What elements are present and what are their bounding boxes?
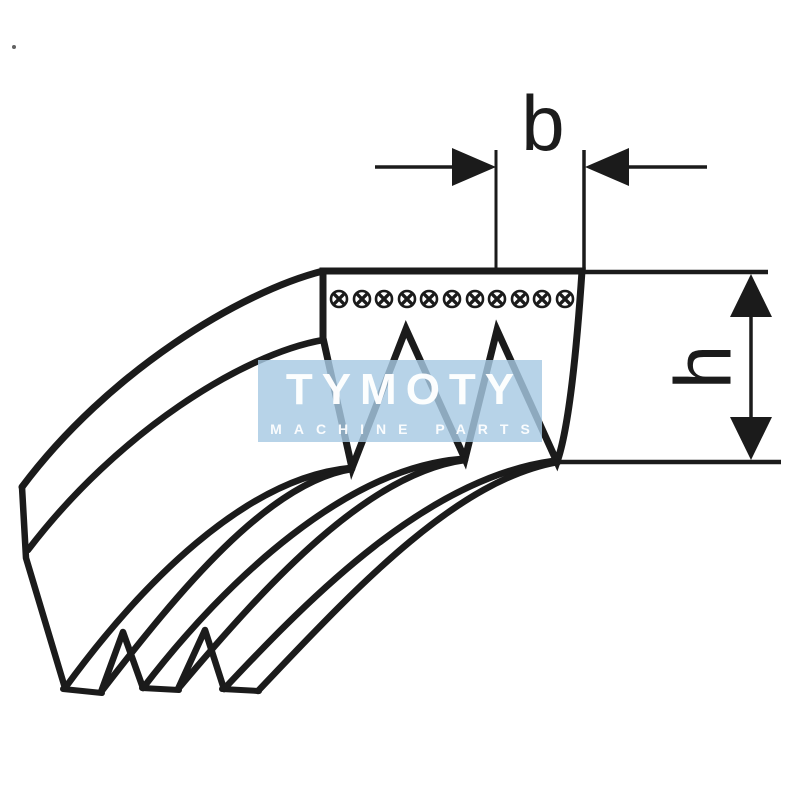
speck-dot: [12, 45, 16, 49]
cord-circle-icon: [352, 289, 372, 309]
belt-end-groove-1: [97, 628, 147, 696]
h-arrow-up-icon: [730, 274, 772, 317]
b-arrow-left-icon: [585, 148, 629, 186]
dimension-h: h: [553, 269, 781, 465]
cord-circle-icon: [487, 289, 507, 309]
belt-top-edge-curve: [18, 267, 327, 491]
dimension-b-label: b: [521, 79, 564, 167]
cord-circle-icon: [510, 289, 530, 309]
rib3-left-edge-curve: [220, 457, 557, 693]
cord-circle-icon: [532, 289, 552, 309]
cord-circle-icon: [397, 289, 417, 309]
belt-end-rib-tip-1: [60, 686, 105, 696]
cord-circle-icon: [374, 289, 394, 309]
watermark-panel: TYMOTY MACHINE PARTS: [258, 360, 542, 442]
rib2-left-edge-curve: [139, 455, 465, 692]
dimension-h-label: h: [659, 345, 748, 390]
watermark-title: TYMOTY: [285, 365, 524, 414]
cord-circle-icon: [442, 289, 462, 309]
watermark-subtitle: MACHINE PARTS: [270, 421, 542, 437]
cord-circle-icon: [419, 289, 439, 309]
cord-circle-icon: [329, 289, 349, 309]
cord-circles-row: [329, 289, 575, 309]
belt-body-perspective: [18, 267, 562, 696]
cord-circle-icon: [465, 289, 485, 309]
rib3-right-edge-curve: [254, 458, 562, 695]
belt-end-rib-tip-3: [219, 686, 262, 694]
h-arrow-down-icon: [730, 417, 772, 460]
rib1-left-edge-curve: [61, 464, 354, 692]
belt-end-rib-tip-2: [139, 685, 182, 693]
dimension-b: b: [375, 79, 707, 271]
belt-top-band-lower-curve: [24, 336, 327, 554]
rib2-right-edge-curve: [174, 456, 469, 693]
cord-circle-icon: [555, 289, 575, 309]
belt-end-groove-2: [174, 626, 228, 693]
rib1-right-edge-curve: [97, 465, 356, 696]
belt-left-end-edge: [18, 483, 69, 692]
b-arrow-right-icon: [452, 148, 496, 186]
